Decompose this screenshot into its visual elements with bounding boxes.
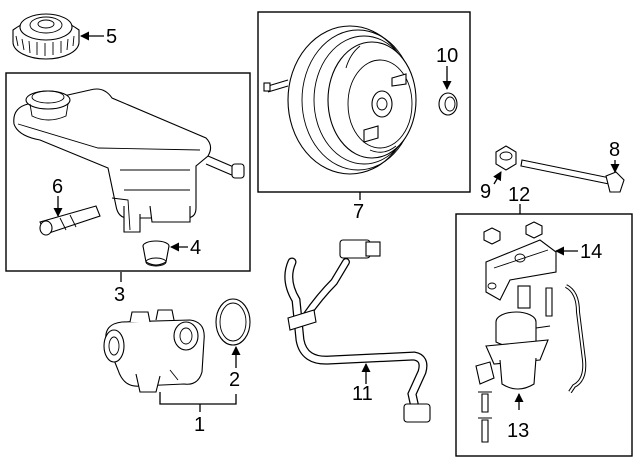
callout-7: 7: [353, 201, 364, 223]
reservoir-grommet: [142, 240, 170, 267]
callout-10: 10: [436, 45, 458, 67]
reservoir-cap: [12, 13, 80, 60]
brake-booster: [263, 25, 417, 175]
callout-14: 14: [580, 241, 602, 263]
callout-13: 13: [507, 420, 529, 442]
callout-1: 1: [194, 414, 205, 436]
master-cylinder-seal: [215, 298, 251, 346]
bolt: [520, 159, 625, 193]
vacuum-hose: [284, 239, 431, 423]
callout-4: 4: [190, 237, 201, 259]
fluid-level-sensor: [39, 205, 101, 236]
booster-seal: [438, 92, 458, 116]
callout-12: 12: [508, 184, 530, 206]
callout-3: 3: [114, 284, 125, 306]
master-cylinder: [103, 309, 205, 393]
nut: [495, 145, 517, 171]
callout-9: 9: [480, 181, 491, 203]
callout-5: 5: [106, 26, 117, 48]
booster-group-box: [257, 11, 471, 193]
callout-11: 11: [352, 383, 373, 405]
vacuum-pump: [475, 285, 553, 443]
vacuum-pump-group-box: [455, 213, 633, 457]
callout-2: 2: [229, 369, 240, 391]
pump-bracket: [483, 221, 557, 301]
callout-8: 8: [609, 139, 620, 161]
reservoir-group-box: [5, 72, 251, 272]
brake-fluid-reservoir: [13, 88, 245, 233]
callout-6: 6: [52, 176, 63, 198]
